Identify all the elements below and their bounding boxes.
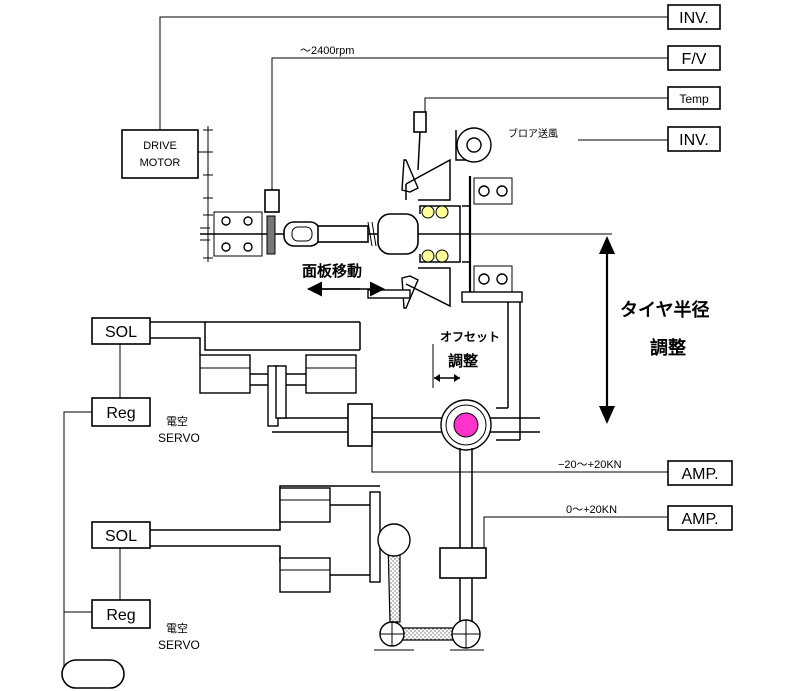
coupling xyxy=(283,213,419,255)
shaft-bearings xyxy=(213,211,263,257)
bearing-ball xyxy=(435,205,449,219)
bearing-ball xyxy=(421,249,435,263)
load-shaft-vertical xyxy=(459,448,473,622)
load-cell-1 xyxy=(347,403,373,447)
face-plate-move-indicator: 面板移動 xyxy=(302,262,385,297)
servo-label-2a: 電空 xyxy=(166,621,188,635)
range-annotation-1: −20～+20KN xyxy=(558,459,622,471)
temp-box: Temp xyxy=(667,86,721,110)
servo-label-2b: SERVO xyxy=(158,638,200,652)
signal-lines xyxy=(159,16,668,548)
inv-box-blower: INV. xyxy=(667,126,721,152)
inv-label-blower: INV. xyxy=(679,132,709,149)
sol-label-1: SOL xyxy=(105,324,137,341)
linkage-lever xyxy=(374,523,484,651)
blower-fan xyxy=(455,127,492,163)
fv-label: F/V xyxy=(682,51,707,68)
inv-box-top: INV. xyxy=(667,4,721,30)
drive-motor: DRIVE MOTOR xyxy=(121,129,199,179)
face-plate-move-label: 面板移動 xyxy=(302,262,362,280)
servo-label-1a: 電空 xyxy=(166,414,188,428)
fv-box: F/V xyxy=(667,45,721,71)
tire-radius-label-2: 調整 xyxy=(650,337,686,359)
thermo-sensor xyxy=(413,111,427,171)
tire-radius-label-1: タイヤ半径 xyxy=(620,299,709,321)
blower-annotation: ブロア送風 xyxy=(508,127,558,140)
temp-label: Temp xyxy=(679,92,709,106)
cylinder-assembly-lower xyxy=(150,485,381,593)
bearing-ball xyxy=(421,205,435,219)
offset-label-1: オフセット xyxy=(440,330,500,344)
inv-label-top: INV. xyxy=(679,10,709,27)
test-wheel xyxy=(440,399,492,451)
amp-box-2: AMP. xyxy=(667,505,733,531)
pneumatic-wiring xyxy=(63,344,121,672)
drive-motor-label-2: MOTOR xyxy=(140,157,181,169)
amp-label-1: AMP. xyxy=(681,466,718,483)
air-tank xyxy=(61,659,125,689)
servo-label-1b: SERVO xyxy=(158,431,200,445)
reg-label-1: Reg xyxy=(106,405,135,422)
reg-block-2: Reg xyxy=(91,599,151,629)
offset-label-2: 調整 xyxy=(448,352,478,370)
reg-label-2: Reg xyxy=(106,607,135,624)
test-wheel-center xyxy=(453,412,479,438)
wheel-bearing-housings xyxy=(462,176,513,296)
load-cell-2 xyxy=(439,547,487,579)
offset-indicator: オフセット 調整 xyxy=(432,330,500,388)
support-frame xyxy=(461,291,523,441)
speed-sensor xyxy=(264,189,280,255)
sol-label-2: SOL xyxy=(105,528,137,545)
drive-motor-label-1: DRIVE xyxy=(143,140,177,152)
amp-box-1: AMP. xyxy=(667,460,733,486)
spindle-bearings xyxy=(421,205,449,263)
motor-mount-bracket xyxy=(198,126,213,262)
bearing-ball xyxy=(435,249,449,263)
reg-block-1: Reg xyxy=(91,397,151,427)
tire-radius-indicator: タイヤ半径 調整 xyxy=(470,233,709,424)
range-annotation-2: 0～+20KN xyxy=(566,504,617,516)
face-plate xyxy=(367,158,461,309)
load-shaft-horizontal xyxy=(272,417,540,433)
rpm-annotation: ～2400rpm xyxy=(300,45,354,57)
amp-label-2: AMP. xyxy=(681,511,718,528)
sol-block-2: SOL xyxy=(91,521,151,549)
sol-block-1: SOL xyxy=(91,317,151,345)
cylinder-assembly-upper xyxy=(150,321,361,427)
